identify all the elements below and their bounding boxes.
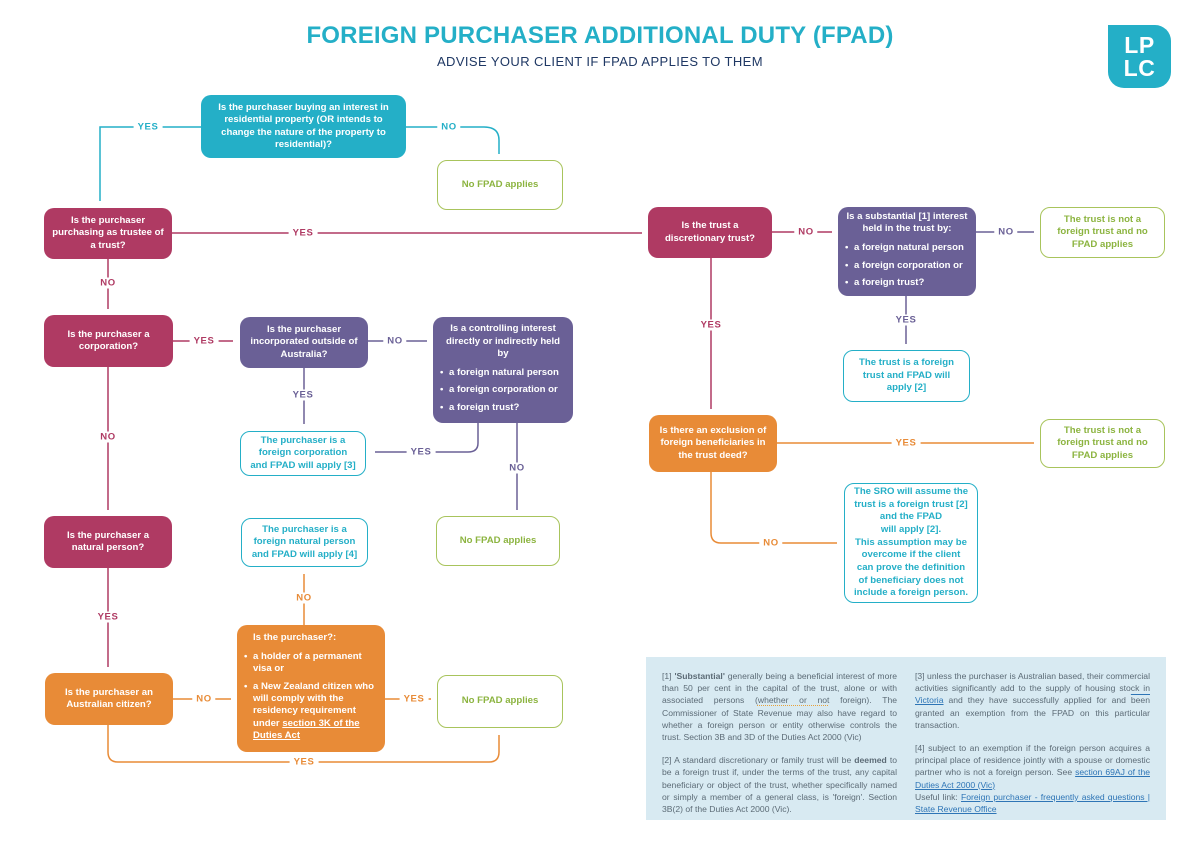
bullet-item: a foreign corporation or [845,260,969,273]
logo-line-2: LC [1123,54,1156,81]
node-q-natural-person: Is the purchaser a natural person? [44,516,172,568]
node-q-corporation: Is the purchaser a corporation? [44,315,173,367]
edge-label-yes: YES [696,319,726,331]
edge-label-yes: YES [289,756,319,768]
footnote-3: [3] unless the purchaser is Australian b… [915,671,1150,730]
edge-residential-yes [99,126,201,201]
node-q-exclusion: Is there an exclusion of foreign benefic… [649,415,777,472]
result-foreign-trust: The trust is a foreign trust and FPAD wi… [843,350,970,402]
edge-label-no: NO [437,121,461,133]
edge-label-yes: YES [93,611,123,623]
node-title: Is the purchaser?: [253,631,337,643]
logo-line-1: LP [1124,31,1155,58]
edge-exclusion-no [710,472,837,544]
edge-label-yes: YES [133,121,163,133]
result-no-fpad-middle: No FPAD applies [436,516,560,566]
edge-label-yes: YES [288,389,318,401]
result-no-fpad-bottom: No FPAD applies [437,675,563,728]
edge-label-no: NO [192,693,216,705]
edge-label-yes: YES [288,227,318,239]
node-q-residential: Is the purchaser buying an interest in r… [201,95,406,158]
bullet-item: a foreign corporation or [440,384,566,397]
inline-link[interactable]: section 3K of the Duties Act [253,717,360,742]
edge-label-no: NO [759,537,783,549]
edge-label-no: NO [794,226,818,238]
inline-link[interactable]: Victoria [915,695,944,706]
node-q-controlling: Is a controlling interest directly or in… [433,317,573,423]
page-subtitle: ADVISE YOUR CLIENT IF FPAD APPLIES TO TH… [436,54,763,69]
node-q-incorporated: Is the purchaser incorporated outside of… [240,317,368,368]
header: FOREIGN PURCHASER ADDITIONAL DUTY (FPAD)… [0,22,1200,69]
node-title: Is a controlling interest directly or in… [445,323,561,360]
bullet-item: a New Zealand citizen who will comply wi… [244,681,378,743]
edge-label-no: NO [383,335,407,347]
edge-label-yes: YES [891,437,921,449]
node-q-australian-citizen: Is the purchaser an Australian citizen? [45,673,173,725]
inline-link[interactable]: Foreign purchaser - frequently asked que… [915,791,1151,815]
footnotes-column-1: [1] 'Substantial' generally being a bene… [662,670,898,814]
lplc-logo: LP LC [1108,25,1171,88]
edge-label-no: NO [505,462,529,474]
node-q-trustee: Is the purchaser purchasing as trustee o… [44,208,172,259]
edge-label-no: NO [96,431,120,443]
edge-label-no: NO [96,277,120,289]
node-q-substantial-interest: Is a substantial [1] interest held in th… [838,207,976,296]
node-q-visa: Is the purchaser?: a holder of a permane… [237,625,385,752]
result-not-foreign-trust-bottom: The trust is not a foreign trust and no … [1040,419,1165,468]
footnotes-panel: [1] 'Substantial' generally being a bene… [646,657,1166,820]
bullet-item: a foreign trust? [845,277,969,290]
footnote-2: [2] A standard discretionary or family t… [662,755,897,815]
edge-label-yes: YES [189,335,219,347]
edge-residential-no [406,126,500,154]
footnote-1: [1] 'Substantial' generally being a bene… [662,671,898,743]
edge-label-no: NO [292,592,316,604]
page-title: FOREIGN PURCHASER ADDITIONAL DUTY (FPAD) [306,22,894,49]
footnotes-column-2: [3] unless the purchaser is Australian b… [915,670,1150,814]
bullet-item: a foreign natural person [845,242,969,255]
result-foreign-natural-person: The purchaser is a foreign natural perso… [241,518,368,567]
footnote-4: [4] subject to an exemption if the forei… [915,743,1151,815]
result-foreign-corporation: The purchaser is a foreign corporation a… [240,431,366,476]
result-not-foreign-trust-top: The trust is not a foreign trust and no … [1040,207,1165,258]
bullet-item: a foreign trust? [440,402,566,415]
result-sro-assumption: The SRO will assume the trust is a forei… [844,483,978,603]
edge-label-yes: YES [891,314,921,326]
inline-link[interactable]: section 69AJ of the Duties Act 2000 (Vic… [915,767,1150,790]
node-q-discretionary-trust: Is the trust a discretionary trust? [648,207,772,258]
edge-label-no: NO [994,226,1018,238]
edge-controlling-yes [375,423,479,453]
edge-label-yes: YES [406,446,436,458]
bullet-item: a foreign natural person [440,367,566,380]
node-title: Is a substantial [1] interest held in th… [846,210,968,235]
bullet-item: a holder of a permanent visa or [244,651,378,676]
edge-label-yes: YES [399,693,429,705]
result-no-fpad-top: No FPAD applies [437,160,563,210]
